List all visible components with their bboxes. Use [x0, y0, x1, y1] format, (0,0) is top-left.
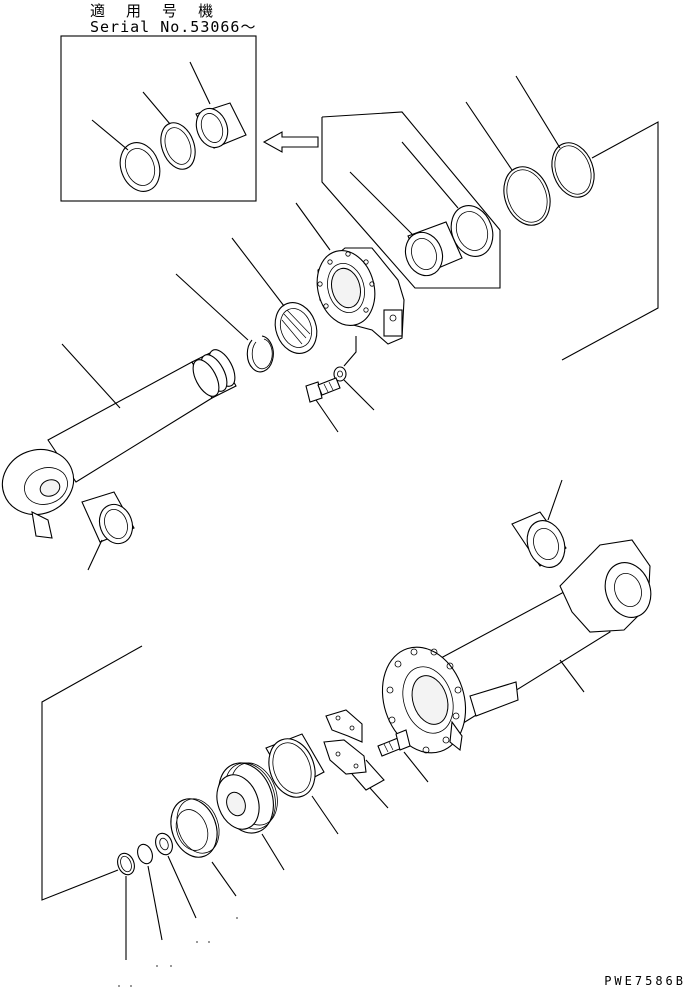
- washer: [333, 366, 375, 411]
- inset-seal-ring: [91, 119, 161, 192]
- retainer-bolt: [377, 729, 429, 783]
- arrow-to-inset: [262, 131, 319, 153]
- serial-number-label: Serial No.53066～: [90, 18, 257, 36]
- snap-ring: [175, 273, 274, 373]
- inset-box: [60, 35, 257, 202]
- head-bolt: [305, 377, 341, 433]
- inset-bushing: [189, 61, 247, 149]
- piston-ring: [170, 798, 237, 897]
- piston-wear-ring: [231, 237, 318, 354]
- cylinder-head: [295, 202, 405, 367]
- piston-rod: [1, 343, 237, 539]
- cylinder-tube: [381, 539, 652, 754]
- rod-bushing: [349, 171, 463, 277]
- drawing-code: PWE7586B: [604, 974, 686, 988]
- bottom-bushing: [511, 479, 567, 568]
- rod-seal: [401, 141, 494, 257]
- piston-bushing: [265, 733, 339, 835]
- small-disc: [137, 843, 163, 941]
- group-bracket: [321, 111, 501, 289]
- applicable-machines-label: 適 用 号 機: [90, 2, 220, 20]
- frame-line-upper: [561, 121, 659, 361]
- callout-ticks: [118, 917, 238, 987]
- rod-end-bushing: [81, 491, 135, 571]
- inset-backup-ring: [142, 91, 196, 170]
- piston: [216, 762, 285, 871]
- small-washer: [155, 832, 197, 919]
- retainer-plate-lower: [323, 739, 389, 809]
- backup-ring: [465, 101, 551, 226]
- retainer-plate-upper: [325, 709, 363, 743]
- frame-line-lower: [41, 645, 143, 901]
- nut-ring: [117, 852, 135, 960]
- o-ring: [515, 75, 595, 198]
